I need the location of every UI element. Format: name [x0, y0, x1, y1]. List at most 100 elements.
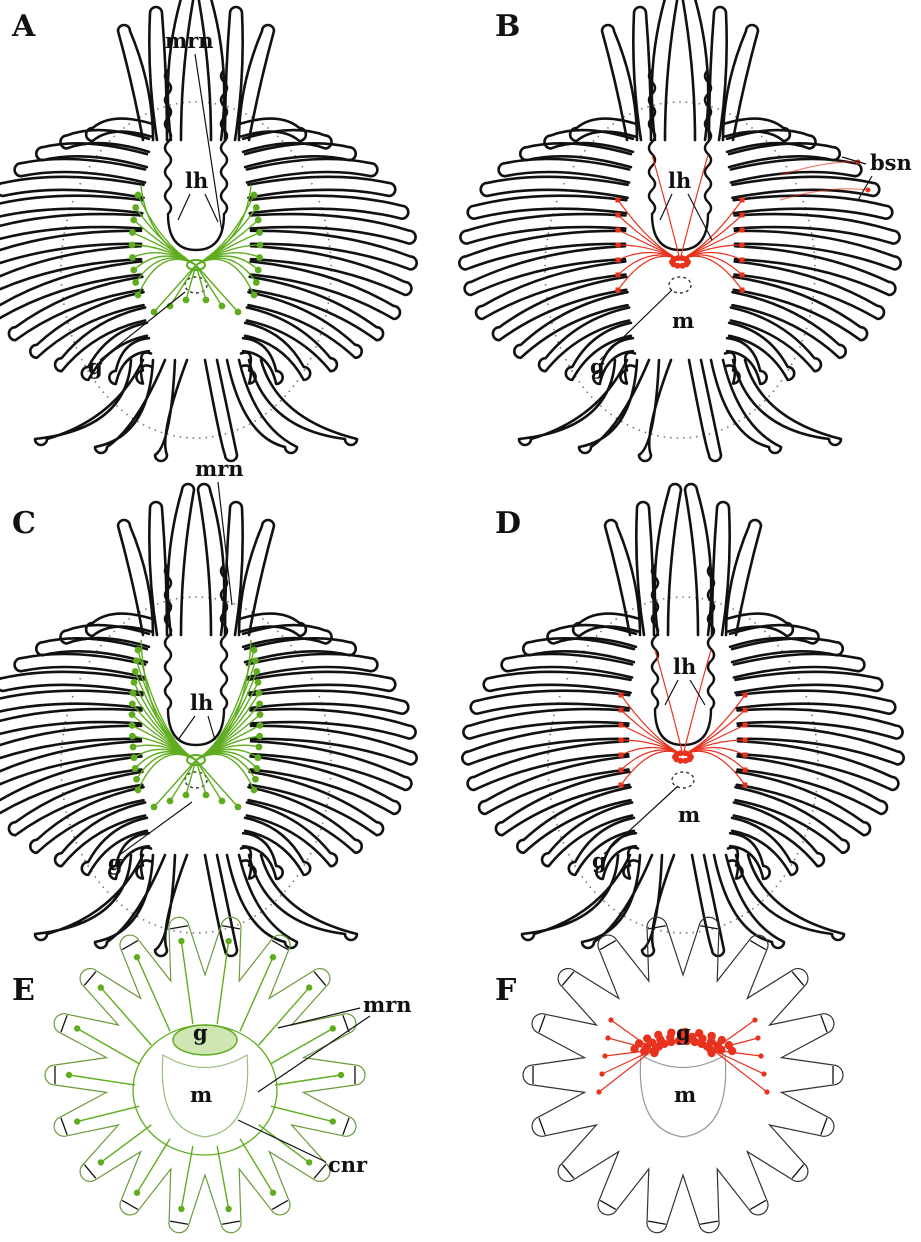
panel-letter-c: C: [12, 506, 36, 541]
red-terminal: [743, 783, 748, 788]
leader-a-g: [100, 292, 185, 360]
nerve-ending: [251, 192, 258, 199]
red-terminal: [743, 738, 748, 743]
nerve-ending: [257, 711, 264, 718]
nerve-ending: [135, 192, 142, 199]
leader-a-lh-1: [178, 194, 190, 220]
nerve-ending: [257, 242, 264, 249]
red-terminal: [616, 213, 621, 218]
tentacle-ring: [45, 917, 365, 1232]
tentacle-top: [682, 0, 708, 140]
tentacle-tip: [648, 926, 666, 929]
tentacle-ring: [523, 917, 843, 1232]
nerve-ending: [225, 938, 231, 944]
tentacle-tip: [539, 1118, 545, 1135]
red-terminal: [752, 1017, 757, 1022]
red-neuron: [654, 1031, 662, 1039]
nerve-ending: [131, 679, 138, 686]
label-a-lh: lh: [185, 168, 208, 193]
radial-nerve: [137, 1139, 170, 1193]
radial-nerve: [181, 941, 192, 1024]
red-neuron: [643, 1034, 651, 1042]
label-f-m: m: [674, 1082, 696, 1107]
tentacle: [463, 709, 628, 739]
panel-f-cross-section: [523, 917, 843, 1232]
leader-c-lh-2: [208, 716, 215, 740]
nerve-ending: [251, 787, 258, 794]
red-terminal: [616, 198, 621, 203]
nerve-ending: [252, 657, 259, 664]
panel-c-oral-view: [0, 484, 417, 956]
label-e-cnr: cnr: [328, 1152, 368, 1177]
red-process: [621, 695, 683, 755]
tentacle-top: [685, 484, 711, 635]
nerve-ending: [219, 303, 226, 310]
nerve-ending: [178, 1206, 184, 1212]
red-terminal: [616, 228, 621, 233]
nerve-ending: [255, 754, 262, 761]
nerve-ending: [66, 1072, 72, 1078]
tentacle-tip: [272, 1200, 288, 1209]
nerve-ending: [270, 1190, 276, 1196]
panel-letter-d: D: [495, 506, 521, 541]
panel-a-oral-view: [0, 0, 417, 461]
nerve-ending: [129, 229, 136, 236]
radial-nerve: [259, 988, 310, 1046]
label-d-lh: lh: [673, 654, 696, 679]
tentacle-tip: [170, 1221, 188, 1224]
lophophore-arms: [165, 565, 227, 745]
nerve-ending: [132, 204, 139, 211]
red-terminal: [596, 1089, 601, 1094]
label-f-g: g: [676, 1020, 691, 1045]
red-terminal: [743, 768, 748, 773]
tentacle-tip: [821, 1118, 827, 1135]
nerve-ending: [130, 217, 137, 224]
red-terminal: [755, 1035, 760, 1040]
tentacle-bottom: [205, 360, 237, 461]
tentacle-tip: [700, 1221, 718, 1224]
tentacle: [735, 246, 895, 295]
tentacle-bottom: [227, 360, 297, 453]
nerve-ending: [130, 267, 137, 274]
nerve-ending: [131, 754, 138, 761]
nerve-ending: [203, 792, 210, 799]
leader-c-lh-1: [178, 716, 195, 740]
tentacle-top: [198, 0, 224, 140]
leader-d-lh-2: [690, 680, 705, 705]
tentacle-tip: [84, 972, 96, 986]
red-terminal: [619, 783, 624, 788]
radial-nerve: [101, 1125, 152, 1163]
tentacle-tip: [314, 972, 326, 986]
red-process: [713, 1020, 755, 1050]
nerve-ending: [253, 279, 260, 286]
mouth: [669, 277, 691, 293]
label-a-mrn: mrn: [165, 28, 214, 53]
leader-b-lh-1: [660, 194, 672, 220]
radial-nerve: [181, 1146, 192, 1209]
radial-nerve: [271, 1106, 333, 1121]
red-terminal: [602, 1053, 607, 1058]
nerve-ending: [257, 722, 264, 729]
nerve-ending: [306, 984, 312, 990]
tentacle-bottom: [733, 360, 841, 445]
tentacle: [0, 709, 141, 739]
label-e-g: g: [193, 1020, 208, 1045]
radial-nerve: [217, 1146, 228, 1209]
nerve-ending: [130, 690, 137, 697]
nerve-ending: [74, 1118, 80, 1124]
nerve-ending: [183, 297, 190, 304]
tentacle-tip: [600, 1200, 616, 1209]
nerve-ending: [219, 798, 226, 805]
tentacle-tip: [61, 1015, 67, 1032]
tentacle-top: [652, 0, 678, 140]
tentacle: [0, 214, 141, 244]
panel-letter-e: E: [12, 973, 35, 1008]
label-b-bsn: bsn: [870, 150, 912, 175]
oral-dotted-ring: [545, 102, 815, 438]
tentacle-bottom: [249, 855, 357, 940]
red-terminal: [743, 708, 748, 713]
tentacle-bottom: [714, 855, 784, 948]
red-terminal: [743, 723, 748, 728]
nerve-ending: [330, 1118, 336, 1124]
tentacle-tip: [343, 1118, 349, 1135]
